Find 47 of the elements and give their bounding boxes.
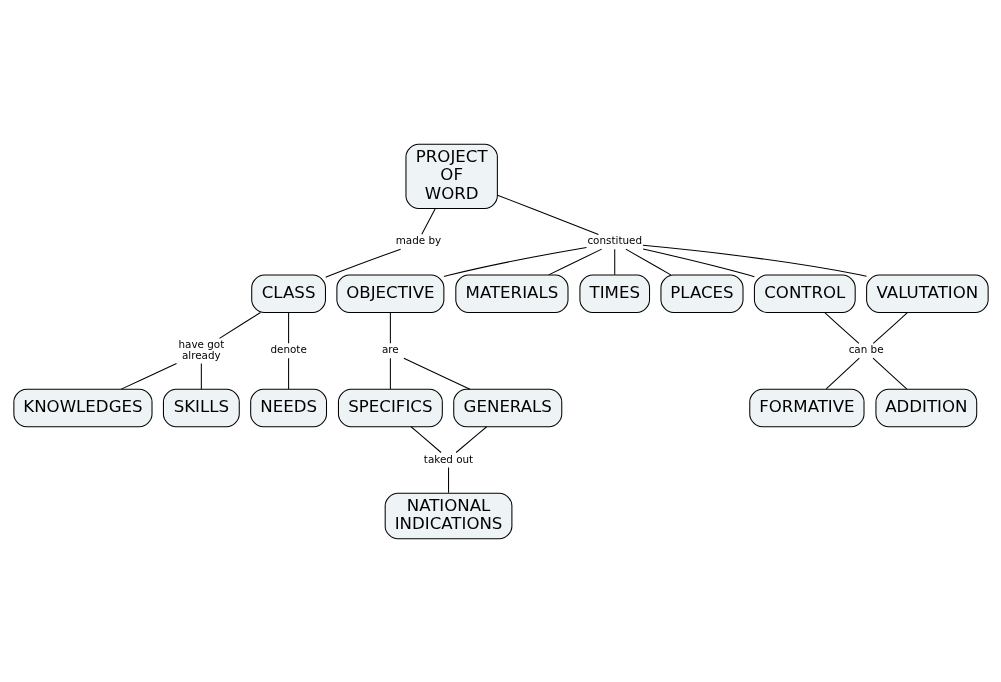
node-text: made by: [395, 233, 441, 246]
node-box: CLASS: [250, 274, 326, 313]
connector: [547, 248, 602, 275]
node-text: are: [381, 342, 399, 355]
node-box: SPECIFICS: [337, 388, 443, 427]
node-text: denote: [269, 342, 307, 355]
node-box: SKILLS: [162, 388, 240, 427]
node-text: constitued: [586, 233, 642, 246]
connector: [455, 425, 487, 453]
connector: [120, 362, 177, 390]
node-box: KNOWLEDGES: [12, 388, 153, 427]
connector: [410, 425, 442, 453]
connector: [287, 357, 289, 389]
node-box: PLACES: [659, 274, 744, 313]
connector: [496, 194, 599, 235]
connector: [872, 311, 908, 344]
node-box: GENERALS: [452, 388, 562, 427]
connector: [420, 207, 436, 235]
connector: [642, 248, 755, 277]
node-text: can be: [848, 342, 884, 355]
connector: [389, 311, 391, 344]
node-box: MATERIALS: [454, 274, 568, 313]
connector: [447, 466, 449, 493]
connector: [200, 362, 202, 390]
node-box: NEEDS: [249, 388, 327, 427]
connector: [442, 246, 587, 277]
connector: [287, 311, 289, 344]
connector: [613, 248, 615, 275]
node-box: PROJECT OF WORD: [404, 143, 498, 209]
connector: [872, 357, 907, 390]
node-box: VALUTATION: [865, 274, 989, 313]
connector: [218, 311, 261, 339]
connector: [641, 244, 867, 277]
connector: [825, 357, 860, 389]
node-text: have got already: [177, 337, 224, 361]
node-box: TIMES: [578, 274, 650, 313]
connector: [324, 248, 401, 278]
connector: [624, 248, 671, 275]
node-box: FORMATIVE: [748, 388, 865, 427]
node-text: taked out: [423, 452, 473, 464]
node-box: CONTROL: [753, 274, 856, 313]
connector: [823, 311, 859, 344]
node-box: OBJECTIVE: [335, 274, 444, 313]
connector: [402, 357, 470, 390]
connector: [389, 357, 391, 389]
node-box: NATIONAL INDICATIONS: [384, 492, 512, 539]
node-box: ADDITION: [874, 388, 977, 427]
